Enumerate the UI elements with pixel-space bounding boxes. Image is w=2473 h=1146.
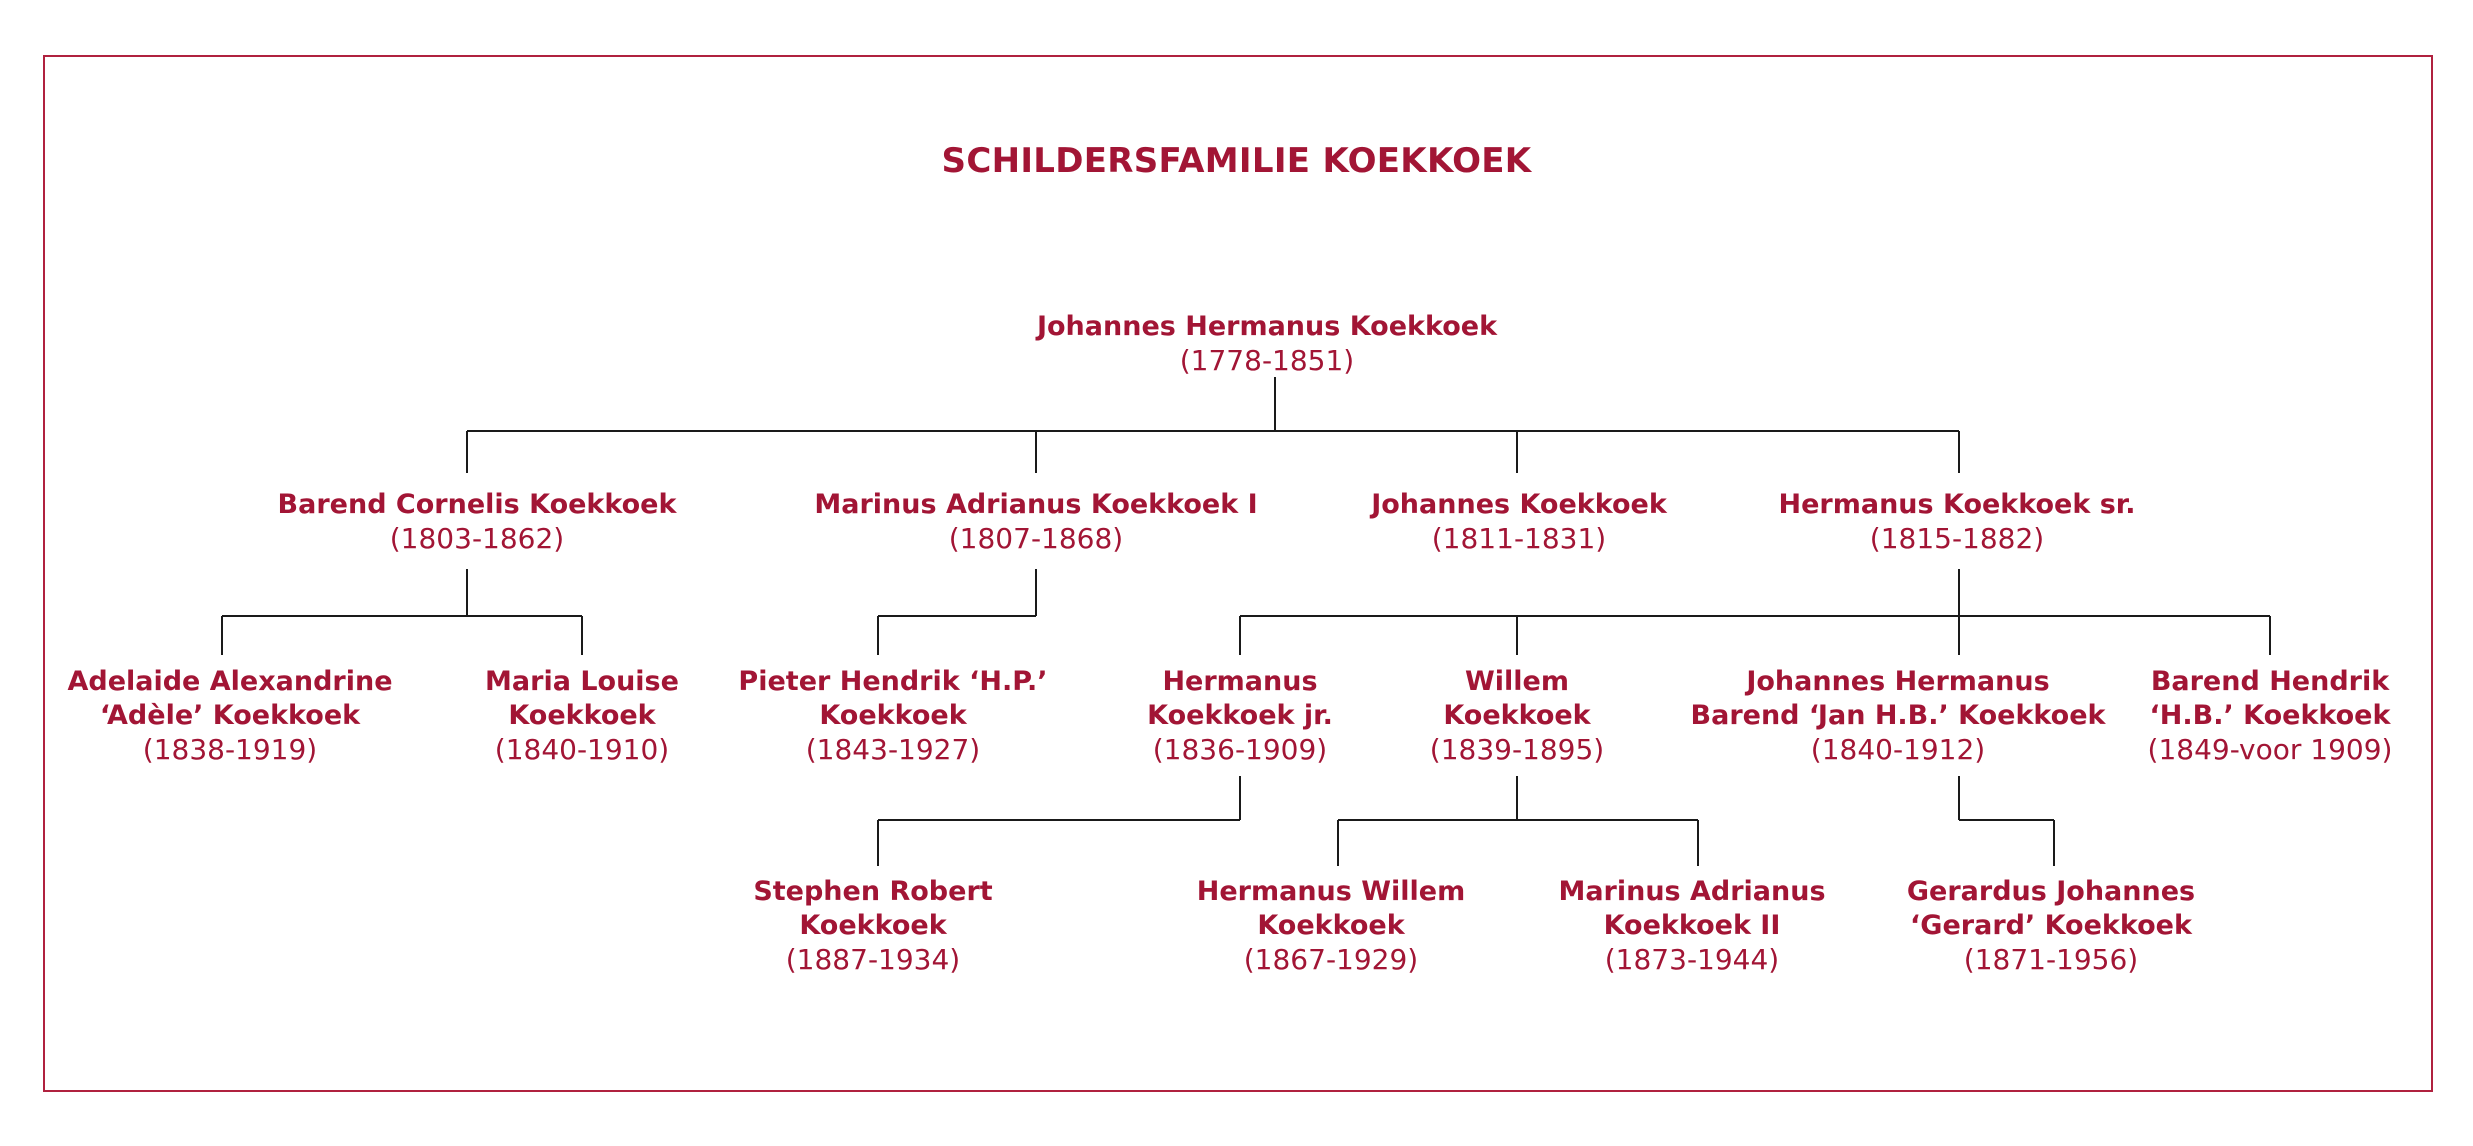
person-name: Pieter Hendrik ‘H.P.’ <box>738 666 1048 697</box>
person-years: (1815-1882) <box>1869 522 2045 555</box>
person-marinus-adrianus-ii: Marinus Adrianus Koekkoek II (1873-1944) <box>1558 875 1825 977</box>
person-name-line2: Koekkoek <box>819 700 967 731</box>
person-name-line2: Koekkoek <box>508 700 656 731</box>
person-name: Hermanus Koekkoek sr. <box>1778 489 2136 520</box>
person-years: (1849-voor 1909) <box>2147 733 2393 766</box>
person-maria-louise: Maria Louise Koekkoek (1840-1910) <box>485 665 679 767</box>
person-years: (1871-1956) <box>1963 943 2139 976</box>
person-jan-hb: Johannes Hermanus Barend ‘Jan H.B.’ Koek… <box>1691 665 2106 767</box>
person-years: (1873-1944) <box>1604 943 1780 976</box>
person-name-line2: Koekkoek <box>799 910 947 941</box>
person-johannes: Johannes Koekkoek (1811-1831) <box>1371 488 1667 556</box>
connector-hs-children <box>1239 569 2271 655</box>
person-name-line2: Koekkoek <box>1257 910 1405 941</box>
person-willem: Willem Koekkoek (1839-1895) <box>1430 665 1604 767</box>
person-name: Barend Hendrik <box>2150 666 2390 697</box>
person-adele: Adelaide Alexandrine ‘Adèle’ Koekkoek (1… <box>67 665 392 767</box>
person-years: (1840-1912) <box>1810 733 1986 766</box>
connector-jhb-children <box>1958 776 2055 866</box>
person-barend-cornelis: Barend Cornelis Koekkoek (1803-1862) <box>278 488 677 556</box>
person-years: (1803-1862) <box>389 522 565 555</box>
person-stephen-robert: Stephen Robert Koekkoek (1887-1934) <box>753 875 992 977</box>
person-name: Gerardus Johannes <box>1906 876 2196 907</box>
person-barend-hendrik: Barend Hendrik ‘H.B.’ Koekkoek (1849-voo… <box>2148 665 2393 767</box>
person-years: (1867-1929) <box>1243 943 1419 976</box>
person-name: Marinus Adrianus Koekkoek I <box>814 489 1258 520</box>
person-name-line2: ‘Adèle’ Koekkoek <box>99 700 361 731</box>
person-years: (1836-1909) <box>1152 733 1328 766</box>
connector-wi-children <box>1337 776 1699 866</box>
person-years: (1778-1851) <box>1179 344 1355 377</box>
person-name: Johannes Koekkoek <box>1371 489 1667 520</box>
person-name: Hermanus Willem <box>1196 876 1466 907</box>
person-hermanus-willem: Hermanus Willem Koekkoek (1867-1929) <box>1197 875 1465 977</box>
person-name-line2: ‘Gerard’ Koekkoek <box>1910 910 2192 941</box>
person-name: Johannes Hermanus Koekkoek <box>1036 311 1498 342</box>
diagram-frame <box>43 55 2433 1092</box>
person-hermanus-jr: Hermanus Koekkoek jr. (1836-1909) <box>1147 665 1333 767</box>
person-hermanus-sr: Hermanus Koekkoek sr. (1815-1882) <box>1779 488 2136 556</box>
person-years: (1843-1927) <box>805 733 981 766</box>
person-name-line2: Koekkoek II <box>1603 910 1781 941</box>
connector-hj-children <box>877 776 1241 866</box>
person-name-line2: ‘H.B.’ Koekkoek <box>2149 700 2391 731</box>
person-name: Maria Louise <box>485 666 679 697</box>
person-name: Marinus Adrianus <box>1558 876 1826 907</box>
person-pieter-hendrik: Pieter Hendrik ‘H.P.’ Koekkoek (1843-192… <box>738 665 1047 767</box>
person-years: (1811-1831) <box>1431 522 1607 555</box>
person-gerard: Gerardus Johannes ‘Gerard’ Koekkoek (187… <box>1907 875 2195 977</box>
person-name-line2: Koekkoek jr. <box>1147 700 1333 731</box>
connector-bc-children <box>221 569 583 655</box>
person-name: Willem <box>1465 666 1569 697</box>
person-name: Adelaide Alexandrine <box>67 666 393 697</box>
person-years: (1839-1895) <box>1429 733 1605 766</box>
person-marinus-adrianus-i: Marinus Adrianus Koekkoek I (1807-1868) <box>814 488 1257 556</box>
person-name: Hermanus <box>1162 666 1318 697</box>
person-years: (1838-1919) <box>142 733 318 766</box>
person-name-line2: Koekkoek <box>1443 700 1591 731</box>
person-johannes-hermanus: Johannes Hermanus Koekkoek (1778-1851) <box>1037 310 1497 378</box>
person-name-line2: Barend ‘Jan H.B.’ Koekkoek <box>1690 700 2106 731</box>
diagram-title: SCHILDERSFAMILIE KOEKKOEK <box>941 141 1532 181</box>
person-name: Barend Cornelis Koekkoek <box>277 489 677 520</box>
person-years: (1807-1868) <box>948 522 1124 555</box>
person-name: Stephen Robert <box>753 876 993 907</box>
person-name: Johannes Hermanus <box>1746 666 2050 697</box>
connector-ma-children <box>877 569 1037 655</box>
person-years: (1840-1910) <box>494 733 670 766</box>
connector-jh-children <box>466 377 1960 473</box>
person-years: (1887-1934) <box>785 943 961 976</box>
